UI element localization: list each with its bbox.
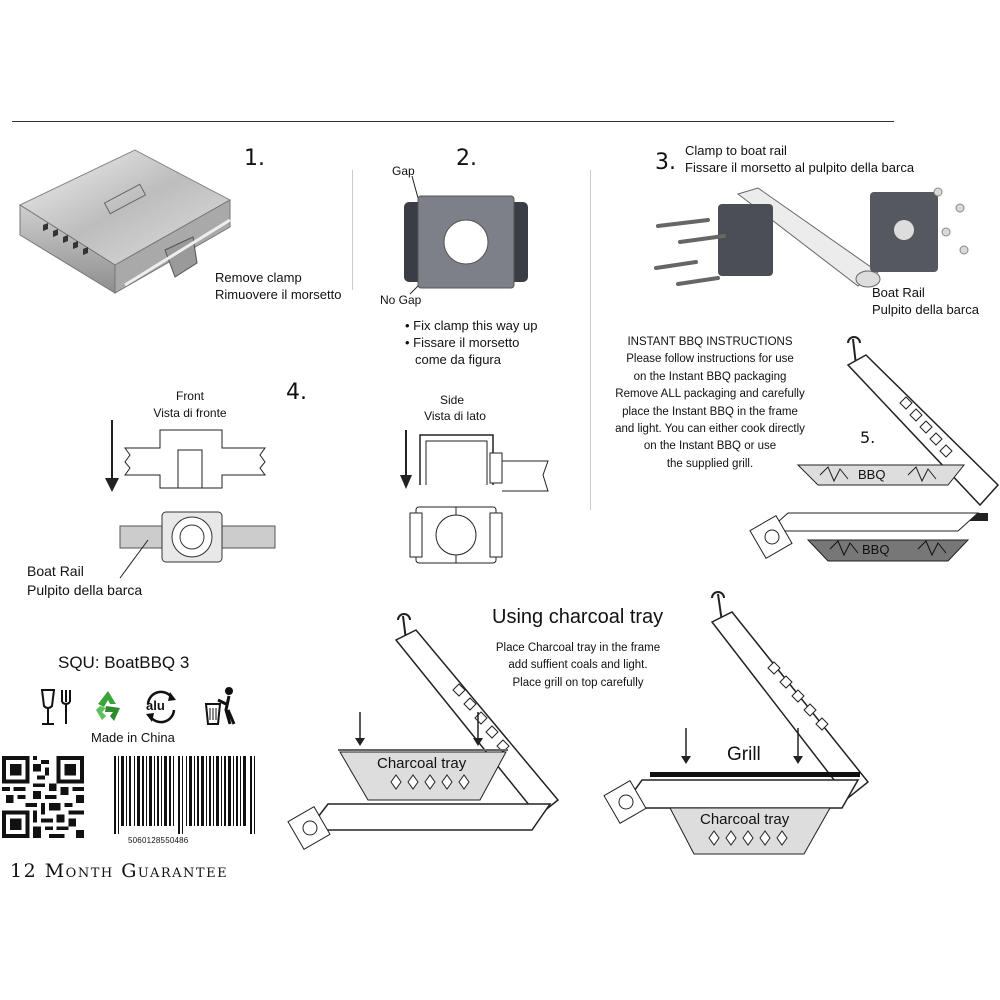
charcoal-line: Place grill on top carefully <box>512 676 644 689</box>
clamp-illustration <box>404 175 528 295</box>
bbq-label-top: BBQ <box>858 467 886 482</box>
front-label-en: Front <box>175 389 204 403</box>
tidyman-icon <box>204 687 236 725</box>
side-view-diagram <box>400 430 549 564</box>
charcoal-title: Using charcoal tray <box>492 606 664 628</box>
grill-frame-diagram <box>603 591 870 855</box>
charcoal-tray-label-1: Charcoal tray <box>377 755 467 772</box>
step-3-number: 3. <box>655 150 676 175</box>
no-gap-label: No Gap <box>380 293 422 307</box>
instructions-line: on the Instant BBQ or use <box>643 440 777 453</box>
step-1-caption-it: Rimuovere il morsetto <box>215 287 342 302</box>
instructions-line: the supplied grill. <box>666 457 754 470</box>
step-3-rail-it: Pulpito della barca <box>872 302 979 317</box>
front-label-it: Vista di fronte <box>153 406 227 420</box>
step-4-number: 4. <box>286 380 307 405</box>
instructions-line: Remove ALL packaging and carefully <box>615 388 805 401</box>
instructions-line: place the Instant BBQ in the frame <box>622 405 798 418</box>
divider-1 <box>352 170 353 290</box>
grill-label: Grill <box>727 744 761 765</box>
step-3-title-en: Clamp to boat rail <box>685 143 787 158</box>
barcode <box>114 756 255 834</box>
side-label-en: Side <box>439 393 465 407</box>
barcode-number: 5060128550486 <box>128 836 189 845</box>
side-label-it: Vista di lato <box>424 409 486 423</box>
front-view-diagram <box>105 420 276 579</box>
bbq-label-bottom: BBQ <box>862 542 890 557</box>
charcoal-tray-frame-diagram <box>287 613 560 851</box>
instant-bbq-frame-diagram <box>749 336 1000 562</box>
step-2-note-1: • Fix clamp this way up <box>405 318 538 333</box>
instructions-line: on the Instant BBQ packaging <box>633 370 787 383</box>
aluminium-recycle-icon <box>146 690 176 724</box>
bbq-product-illustration <box>18 149 232 294</box>
instructions-line: Please follow instructions for use <box>626 353 794 366</box>
step-2-number: 2. <box>456 146 477 171</box>
made-in-label: Made in China <box>91 730 175 745</box>
charcoal-tray-label-2: Charcoal tray <box>700 811 790 828</box>
step-1-number: 1. <box>244 146 265 171</box>
instructions-line: and light. You can either cook directly <box>615 423 805 436</box>
step-2-note-2: • Fissare il morsetto <box>405 335 520 350</box>
step-5-number: 5. <box>860 428 876 447</box>
alu-label: alu <box>146 698 165 713</box>
step-4-rail-it: Pulpito della barca <box>27 582 143 598</box>
guarantee-label: 12 Month Guarantee <box>10 860 229 882</box>
charcoal-instructions: Place Charcoal tray in the frame add suf… <box>478 640 678 692</box>
instructions-heading: INSTANT BBQ INSTRUCTIONS <box>627 336 793 348</box>
gap-label: Gap <box>392 164 415 178</box>
step-3-title-it: Fissare il morsetto al pulpito della bar… <box>685 160 915 175</box>
step-3-rail-en: Boat Rail <box>872 285 925 300</box>
sku-label: SQU: BoatBBQ 3 <box>58 653 190 672</box>
divider-2 <box>590 170 591 510</box>
charcoal-line: add suffient coals and light. <box>508 659 648 672</box>
food-safe-icon <box>40 689 71 725</box>
charcoal-line: Place Charcoal tray in the frame <box>495 642 661 654</box>
step-1-caption-en: Remove clamp <box>215 270 302 285</box>
recycle-icon <box>96 691 120 721</box>
step-4-rail-en: Boat Rail <box>27 563 84 579</box>
step-2-note-3: come da figura <box>415 352 501 367</box>
bbq-instructions: INSTANT BBQ INSTRUCTIONS Please follow i… <box>600 334 820 473</box>
clamp-to-rail-illustration <box>654 187 969 288</box>
top-rule <box>12 121 894 122</box>
qr-code <box>2 756 84 838</box>
